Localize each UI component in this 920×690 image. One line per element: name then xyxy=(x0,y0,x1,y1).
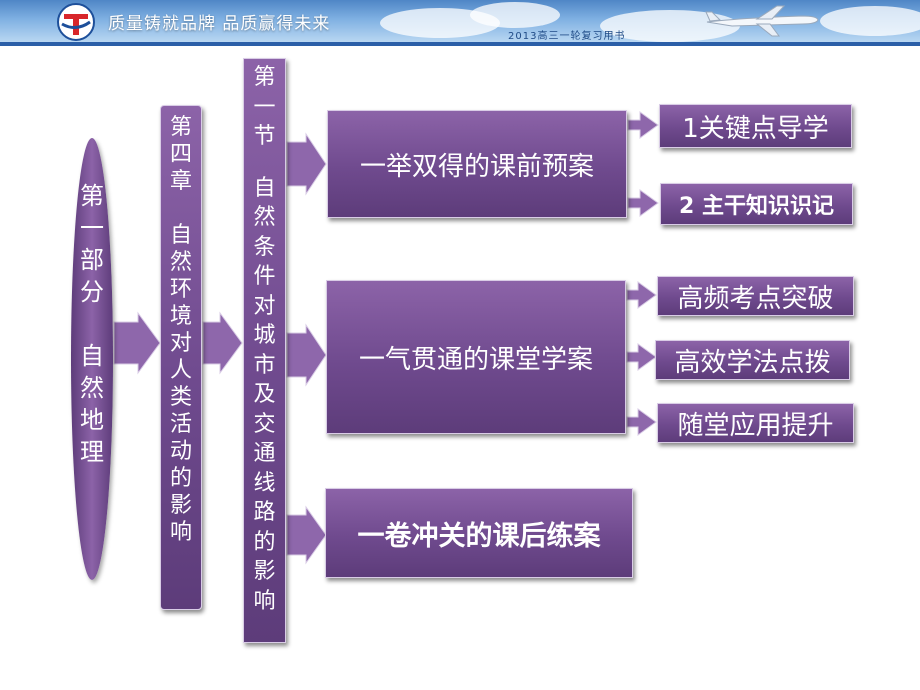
logo-icon xyxy=(57,3,95,41)
case-pre-class: 一举双得的课前预案 xyxy=(327,110,627,218)
section-char: 通 xyxy=(253,441,276,466)
book-title: 2013高三一轮复习用书 xyxy=(508,31,626,42)
arrow-case2-leaf4 xyxy=(626,343,657,371)
chapter-char: 影 xyxy=(169,493,192,518)
chapter-char: 环 xyxy=(169,277,192,302)
chapter-char: 类 xyxy=(169,385,192,410)
arrow-chapter-section xyxy=(202,311,243,375)
header-banner: 质量铸就品牌 品质赢得未来 2013高三一轮复习用书 xyxy=(0,0,920,42)
leaf-key-points: 1关键点导学 xyxy=(659,104,852,148)
section-char: 影 xyxy=(253,559,276,584)
chapter-char: 第 xyxy=(169,115,192,140)
section-char: 自 xyxy=(253,175,276,201)
case-in-class-label: 一气贯通的课堂学案 xyxy=(358,344,593,375)
chapter-char: 响 xyxy=(169,520,192,545)
part-label: 第 一 部 分 自 然 地 理 xyxy=(71,180,113,468)
section-char: 件 xyxy=(253,264,276,289)
cloud xyxy=(600,10,740,42)
section-char: 线 xyxy=(253,470,276,496)
section-char: 的 xyxy=(253,529,276,555)
section-char: 路 xyxy=(253,500,276,525)
chapter-char: 对 xyxy=(169,331,192,356)
slogan: 质量铸就品牌 品质赢得未来 xyxy=(108,14,331,34)
chapter-char: 动 xyxy=(169,439,192,464)
leaf-study-methods: 高效学法点拨 xyxy=(655,340,850,380)
section-char: 一 xyxy=(253,94,276,120)
section-char: 城 xyxy=(253,323,276,348)
arrow-section-case2 xyxy=(286,323,327,387)
section-char: 节 xyxy=(253,124,276,149)
chapter-char: 活 xyxy=(169,412,192,437)
chapter-char: 境 xyxy=(169,304,192,329)
chapter-char: 人 xyxy=(169,358,192,383)
chapter-char: 然 xyxy=(169,250,192,275)
chapter-char: 的 xyxy=(169,466,192,491)
leaf-core-knowledge-label: 2 主干知识识记 xyxy=(679,194,834,219)
section-box: 第 一 节 自 然 条 件 对 城 市 及 交 通 线 路 的 影 响 xyxy=(243,58,286,643)
arrow-case2-leaf3 xyxy=(626,281,657,309)
case-pre-class-label: 一举双得的课前预案 xyxy=(359,151,594,182)
leaf-frequent-points-label: 高频考点突破 xyxy=(677,283,834,314)
arrow-case1-leaf2 xyxy=(627,189,659,217)
header-divider xyxy=(0,42,920,46)
arrow-section-case3 xyxy=(286,505,327,565)
leaf-core-knowledge: 2 主干知识识记 xyxy=(660,183,853,225)
airplane-icon xyxy=(705,5,819,37)
arrow-part-chapter xyxy=(113,311,161,375)
case-post-class-label: 一卷冲关的课后练案 xyxy=(357,520,601,552)
part-char: 一 xyxy=(80,214,104,242)
leaf-in-class-practice-label: 随堂应用提升 xyxy=(677,410,834,441)
section-char: 交 xyxy=(253,411,276,437)
arrow-section-case1 xyxy=(286,132,327,196)
section-char: 然 xyxy=(253,205,276,230)
part-char: 部 xyxy=(80,246,104,274)
section-char: 响 xyxy=(253,588,276,614)
part-char: 地 xyxy=(80,406,104,434)
leaf-study-methods-label: 高效学法点拨 xyxy=(674,347,831,378)
section-char: 及 xyxy=(253,382,276,407)
section-char: 对 xyxy=(253,293,276,319)
chapter-char: 自 xyxy=(169,223,192,248)
cloud xyxy=(470,2,560,28)
section-char: 第 xyxy=(253,65,276,90)
case-post-class: 一卷冲关的课后练案 xyxy=(325,488,633,578)
chapter-box: 第 四 章 自 然 环 境 对 人 类 活 动 的 影 响 xyxy=(160,105,202,610)
section-char: 条 xyxy=(253,234,276,260)
leaf-key-points-label: 1关键点导学 xyxy=(682,113,829,144)
part-char: 理 xyxy=(80,438,104,466)
part-char: 分 xyxy=(80,278,104,306)
chapter-char: 章 xyxy=(169,169,192,194)
arrow-case1-leaf1 xyxy=(627,111,659,139)
part-oval xyxy=(71,138,113,580)
arrow-case2-leaf5 xyxy=(626,408,657,436)
part-char: 自 xyxy=(80,342,104,370)
case-in-class: 一气贯通的课堂学案 xyxy=(326,280,626,434)
chapter-char: 四 xyxy=(169,142,192,167)
part-char: 第 xyxy=(80,182,104,210)
section-char: 市 xyxy=(253,352,276,378)
leaf-frequent-points: 高频考点突破 xyxy=(657,276,854,316)
part-char: 然 xyxy=(80,374,104,402)
leaf-in-class-practice: 随堂应用提升 xyxy=(657,403,854,443)
cloud xyxy=(820,6,920,36)
